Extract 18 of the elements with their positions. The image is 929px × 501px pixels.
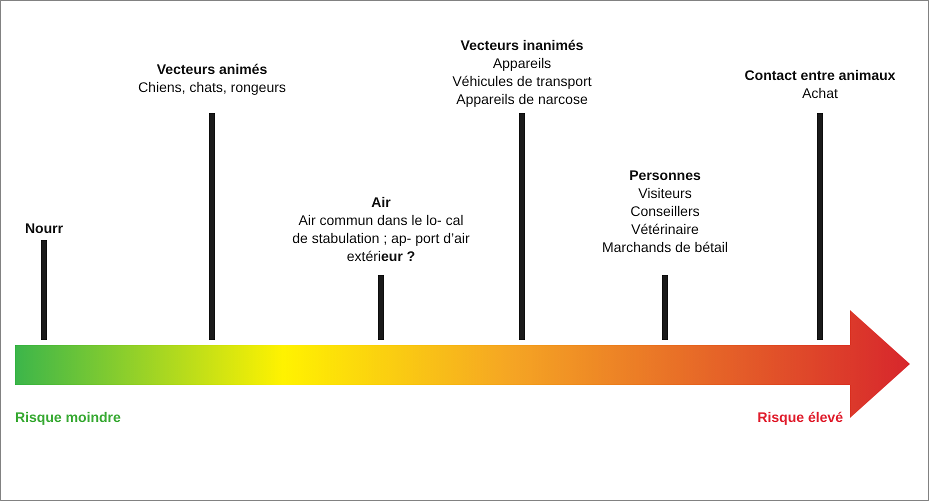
vector-item: Visiteurs (637, 184, 693, 202)
category-heading: Contact entre animaux (744, 66, 896, 84)
category-heading: Nourr (24, 219, 64, 237)
vector-item: Marchands de bétail (600, 238, 730, 256)
vector-description: Air commun dans le lo- cal de stabulation ; ap- port d’air extérieur ? (291, 211, 471, 265)
category-heading: Vecteurs inanimés (460, 36, 584, 54)
vector-item: Vétérinaire (630, 220, 700, 238)
vector-item: Appareils de narcose (455, 90, 589, 108)
vector-item: Chiens, chats, rongeurs (137, 78, 287, 96)
category-heading: Vecteurs animés (156, 60, 268, 78)
high-risk-label: Risque élevé (757, 408, 843, 426)
vector-item: Achat (801, 84, 839, 102)
vector-item: Appareils (492, 54, 552, 72)
category-heading: Personnes (628, 166, 702, 184)
category-heading: Air (370, 193, 392, 211)
low-risk-label: Risque moindre (15, 408, 121, 426)
vector-item: Véhicules de transport (451, 72, 593, 90)
vector-item: Conseillers (629, 202, 701, 220)
